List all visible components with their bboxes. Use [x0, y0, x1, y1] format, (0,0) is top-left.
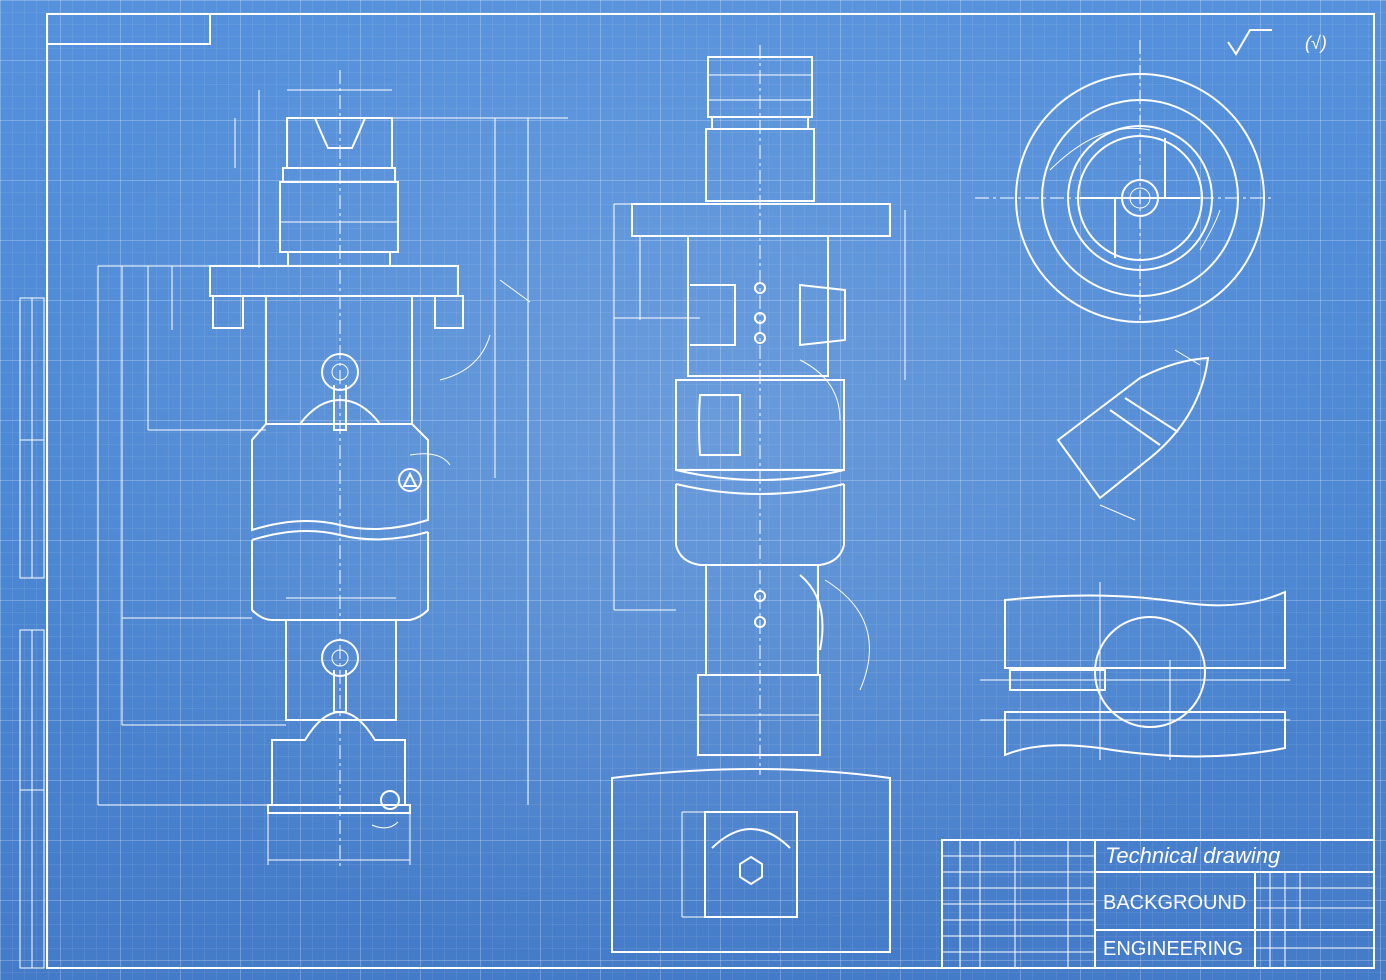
sheet-frame — [19, 13, 1375, 969]
roughness-note: (√) — [1305, 33, 1327, 53]
center-view-milling-head — [611, 45, 906, 953]
top-right-circular-view — [975, 40, 1275, 323]
left-view-tool-holder — [97, 70, 568, 870]
section-view — [980, 582, 1290, 760]
insert-detail-view — [1056, 349, 1210, 521]
title-block — [941, 839, 1375, 969]
title-block-line3: ENGINEERING — [1103, 938, 1244, 960]
roughness-symbol — [1227, 29, 1272, 56]
title-block-title: Technical drawing — [1105, 843, 1281, 868]
title-block-line2: BACKGROUND — [1103, 892, 1247, 914]
